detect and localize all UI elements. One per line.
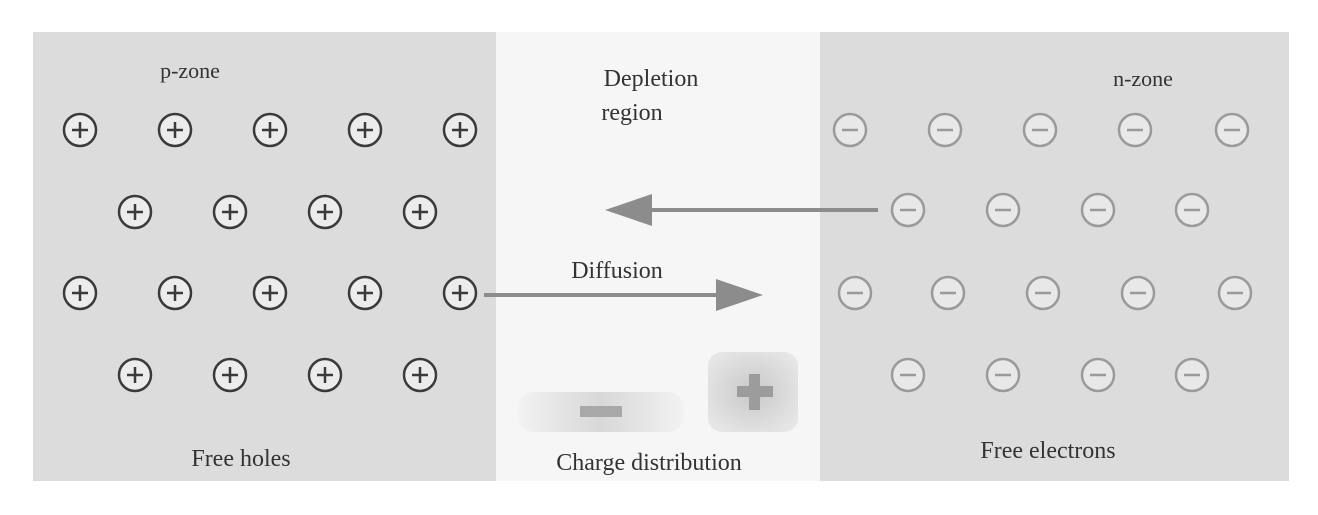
electron-particle	[1217, 275, 1253, 311]
free-holes-caption: Free holes	[191, 446, 290, 472]
electron-particle	[1120, 275, 1156, 311]
depletion-label-line2: region	[601, 100, 662, 126]
hole-particle	[442, 112, 478, 148]
depletion-label-line1: Depletion	[604, 66, 699, 92]
electron-particle	[930, 275, 966, 311]
negative-charge-bar	[518, 392, 684, 432]
hole-particle	[442, 275, 478, 311]
hole-particle	[252, 112, 288, 148]
hole-particle	[117, 357, 153, 393]
electron-particle	[890, 357, 926, 393]
n-zone-area	[820, 32, 1289, 481]
electron-particle	[890, 192, 926, 228]
hole-particle	[212, 194, 248, 230]
hole-particle	[252, 275, 288, 311]
electron-particle	[837, 275, 873, 311]
free-electrons-caption: Free electrons	[980, 438, 1115, 464]
hole-particle	[402, 357, 438, 393]
hole-particle	[157, 112, 193, 148]
hole-particle	[212, 357, 248, 393]
hole-particle	[307, 194, 343, 230]
hole-particle	[117, 194, 153, 230]
hole-particle	[62, 112, 98, 148]
free-holes-group	[62, 112, 478, 393]
hole-particle	[347, 112, 383, 148]
electron-particle	[927, 112, 963, 148]
p-zone-area	[33, 32, 496, 481]
electron-flow-arrow	[605, 194, 878, 226]
diffusion-label: Diffusion	[571, 258, 663, 284]
electron-particle	[1080, 192, 1116, 228]
hole-particle	[347, 275, 383, 311]
hole-particle	[157, 275, 193, 311]
positive-charge-block	[708, 352, 798, 432]
electron-particle	[1214, 112, 1250, 148]
electron-particle	[1174, 357, 1210, 393]
n-zone-label: n-zone	[1113, 66, 1173, 91]
diffusion-arrow	[484, 279, 763, 311]
electron-particle	[1117, 112, 1153, 148]
p-zone-label: p-zone	[160, 58, 220, 83]
electron-particle	[832, 112, 868, 148]
electron-particle	[1080, 357, 1116, 393]
electron-particle	[985, 357, 1021, 393]
electron-particle	[985, 192, 1021, 228]
charge-distribution-caption: Charge distribution	[556, 450, 742, 476]
hole-particle	[307, 357, 343, 393]
electron-particle	[1025, 275, 1061, 311]
free-electrons-group	[832, 112, 1253, 393]
electron-particle	[1174, 192, 1210, 228]
hole-particle	[402, 194, 438, 230]
electron-particle	[1022, 112, 1058, 148]
hole-particle	[62, 275, 98, 311]
